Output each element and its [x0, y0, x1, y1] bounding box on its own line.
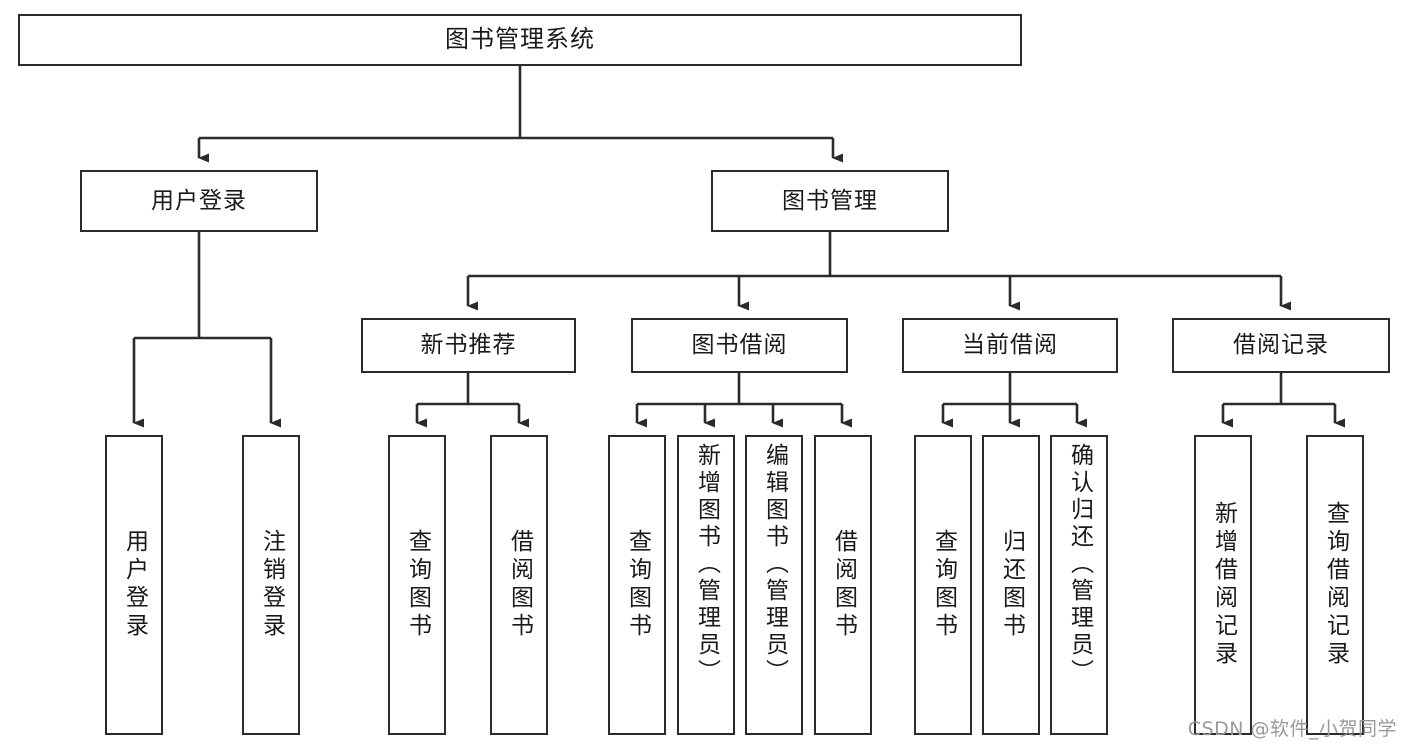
node-book-borrow[interactable]: 图书借阅 — [631, 318, 848, 373]
node-label: 编辑图书（管理员） — [761, 443, 788, 686]
leaf-query-book-current[interactable]: 查询图书 — [914, 435, 972, 735]
leaf-return-book[interactable]: 归还图书 — [982, 435, 1040, 735]
leaf-borrow-book[interactable]: 借阅图书 — [814, 435, 872, 735]
node-current-borrow[interactable]: 当前借阅 — [902, 318, 1118, 373]
leaf-query-book-borrow[interactable]: 查询图书 — [608, 435, 666, 735]
leaf-add-book-admin[interactable]: 新增图书（管理员） — [677, 435, 735, 735]
node-user-login[interactable]: 用户登录 — [80, 170, 318, 232]
node-label: 新增图书（管理员） — [693, 443, 720, 686]
leaf-add-borrow-record[interactable]: 新增借阅记录 — [1194, 435, 1252, 735]
leaf-query-borrow-record[interactable]: 查询借阅记录 — [1306, 435, 1364, 735]
node-label: 借阅记录 — [1233, 332, 1329, 359]
node-label: 借阅图书 — [830, 529, 857, 641]
node-label: 用户登录 — [151, 187, 247, 214]
node-book-management[interactable]: 图书管理 — [711, 170, 949, 232]
leaf-borrow-book-new[interactable]: 借阅图书 — [490, 435, 548, 735]
node-label: 当前借阅 — [962, 332, 1058, 359]
node-label: 确认归还（管理员） — [1066, 443, 1093, 686]
node-label: 新书推荐 — [420, 332, 517, 359]
node-root-system[interactable]: 图书管理系统 — [18, 14, 1022, 66]
leaf-user-login[interactable]: 用户登录 — [105, 435, 163, 735]
node-label: 查询图书 — [624, 529, 651, 641]
node-label: 注销登录 — [258, 529, 285, 641]
node-label: 借阅图书 — [506, 529, 533, 641]
leaf-query-book-new[interactable]: 查询图书 — [388, 435, 446, 735]
node-borrow-record[interactable]: 借阅记录 — [1172, 318, 1390, 373]
node-label: 图书管理系统 — [445, 25, 595, 54]
node-label: 图书管理 — [782, 187, 878, 214]
node-label: 归还图书 — [998, 529, 1025, 641]
node-label: 查询图书 — [930, 529, 957, 641]
node-new-book-recommend[interactable]: 新书推荐 — [361, 318, 576, 373]
node-label: 图书借阅 — [691, 332, 788, 359]
leaf-confirm-return-admin[interactable]: 确认归还（管理员） — [1050, 435, 1108, 735]
node-label: 新增借阅记录 — [1210, 501, 1237, 669]
leaf-logout-login[interactable]: 注销登录 — [242, 435, 300, 735]
watermark-text: CSDN @软件_小贺同学 — [1187, 718, 1397, 740]
node-label: 用户登录 — [121, 529, 148, 641]
node-label: 查询借阅记录 — [1322, 501, 1349, 669]
leaf-edit-book-admin[interactable]: 编辑图书（管理员） — [745, 435, 803, 735]
node-label: 查询图书 — [404, 529, 431, 641]
